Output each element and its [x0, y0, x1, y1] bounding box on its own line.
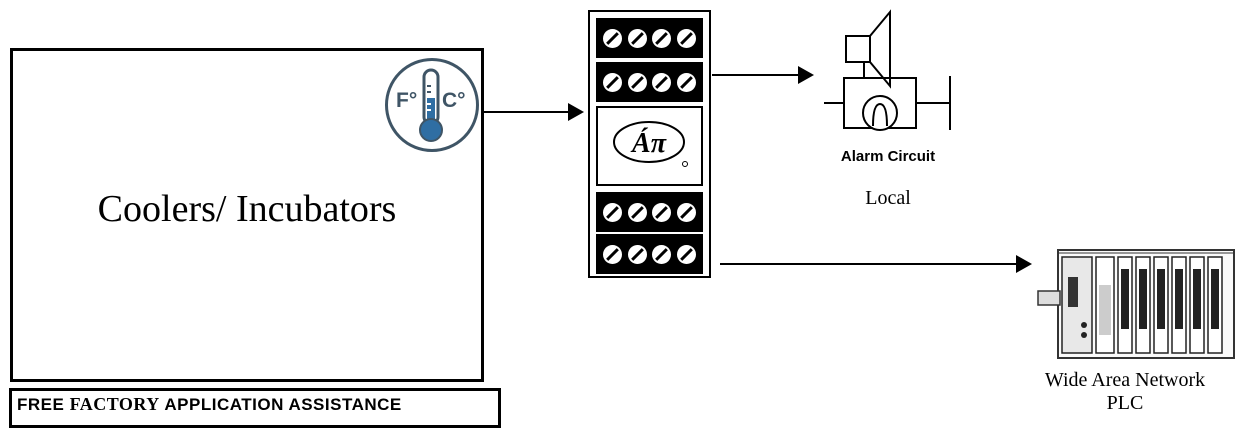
- thermometer-glyph: [419, 68, 443, 142]
- screw-icon: [677, 202, 697, 222]
- terminal-strip-4: [596, 234, 703, 274]
- assistance-banner: FREE FACTORY APPLICATION ASSISTANCE: [9, 388, 501, 428]
- cooler-box: Coolers/ Incubators: [10, 48, 484, 382]
- wan-plc-label: Wide Area Network PLC: [1000, 369, 1250, 415]
- terminal-strip-3: [596, 192, 703, 232]
- screw-icon: [677, 244, 697, 264]
- logo-text: Áπ: [630, 128, 667, 159]
- screw-icon: [652, 244, 672, 264]
- banner-word-free: FREE: [17, 395, 65, 414]
- wan-label: Wide Area Network: [1044, 369, 1206, 391]
- celsius-label: C°: [442, 89, 466, 112]
- local-label: Local: [865, 187, 911, 209]
- arrowhead-alarm-icon: [798, 66, 814, 84]
- arrowhead-module-icon: [568, 103, 584, 121]
- screw-icon: [602, 202, 622, 222]
- terminal-module: Áπ: [588, 10, 711, 278]
- alarm-circuit-label: Alarm Circuit: [840, 148, 936, 165]
- banner-word-factory: FACTORY: [69, 394, 160, 414]
- screw-icon: [652, 202, 672, 222]
- connector-module-alarm: [712, 74, 802, 76]
- screw-icon: [602, 28, 622, 48]
- screw-icon: [677, 72, 697, 92]
- banner-text: FREE FACTORY APPLICATION ASSISTANCE: [17, 394, 402, 415]
- screw-icon: [627, 244, 647, 264]
- thermometer-icon: F° C°: [385, 58, 479, 152]
- terminal-strip-2: [596, 62, 703, 102]
- screw-icon: [652, 28, 672, 48]
- cooler-label: Coolers/ Incubators: [97, 188, 397, 230]
- screw-icon: [627, 72, 647, 92]
- screw-icon: [602, 72, 622, 92]
- screw-icon: [677, 28, 697, 48]
- logo-panel: Áπ: [596, 106, 703, 186]
- horn-icon: [824, 9, 951, 131]
- screw-icon: [602, 244, 622, 264]
- fahrenheit-label: F°: [396, 89, 418, 112]
- screw-icon: [627, 28, 647, 48]
- api-logo-icon: Áπ: [613, 121, 688, 167]
- connector-cooler-module: [484, 111, 580, 113]
- screw-icon: [627, 202, 647, 222]
- arrowhead-plc-icon: [1016, 255, 1032, 273]
- screw-icon: [652, 72, 672, 92]
- terminal-strip-1: [596, 18, 703, 58]
- connector-module-plc: [720, 263, 1020, 265]
- banner-word-assistance: APPLICATION ASSISTANCE: [164, 395, 402, 414]
- plc-rack-icon: [1037, 249, 1235, 359]
- plc-label: PLC: [1106, 392, 1144, 414]
